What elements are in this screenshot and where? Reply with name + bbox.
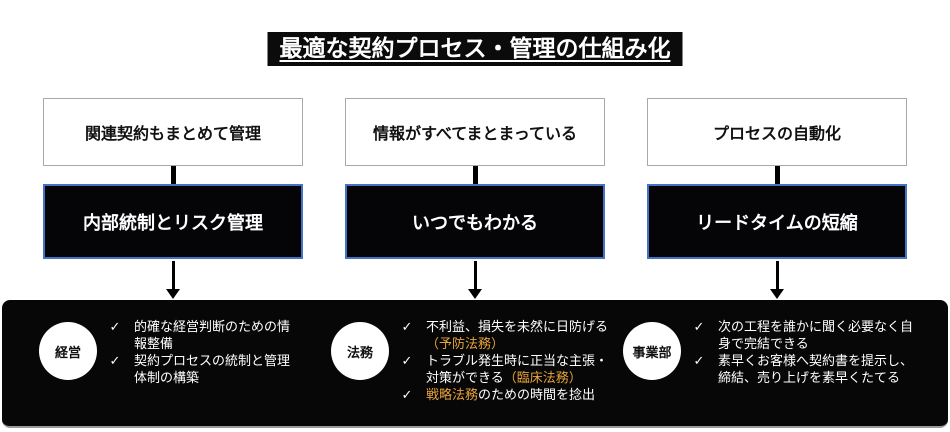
bullet-item: ✓ 的確な経営判断のための情報整備 <box>105 318 294 352</box>
check-icon: ✓ <box>401 353 413 368</box>
check-icon: ✓ <box>693 353 705 368</box>
bullet-text: 素早くお客様へ契約書を提示し、締結、売り上げを素早くたてる <box>718 353 914 385</box>
bullet-item: ✓ 契約プロセスの統制と管理体制の構築 <box>105 352 294 386</box>
value-box: 内部統制とリスク管理 <box>43 184 303 259</box>
bullet-item: ✓ 戦略法務のための時間を捻出 <box>397 386 616 403</box>
section-keiei: 経営 ✓ 的確な経営判断のための情報整備 ✓ 契約プロセスの統制と管理体制の構築 <box>39 318 294 386</box>
bullet-item: ✓ 不利益、損失を未然に日防げる（予防法務） <box>397 318 616 352</box>
section-jigyoubu: 事業部 ✓ 次の工程を誰かに聞く必要なく自身で完結できる ✓ 素早くお客様へ契約書を提… <box>623 318 918 386</box>
role-badge: 法務 <box>331 322 389 380</box>
down-arrow-icon <box>43 259 303 299</box>
bullet-list: ✓ 的確な経営判断のための情報整備 ✓ 契約プロセスの統制と管理体制の構築 <box>105 318 294 386</box>
goal-box: 関連契約もまとめて管理 <box>43 98 303 166</box>
bullet-text: トラブル発生時に正当な主張・対策ができる（臨床法務） <box>426 353 609 385</box>
bullet-text: 次の工程を誰かに聞く必要なく自身で完結できる <box>718 319 914 351</box>
down-arrow-icon <box>345 259 605 299</box>
connector-line <box>774 166 780 184</box>
column-management: 関連契約もまとめて管理 内部統制とリスク管理 <box>43 98 303 299</box>
check-icon: ✓ <box>693 319 705 334</box>
bullet-text: 不利益、損失を未然に日防げる（予防法務） <box>426 319 609 351</box>
benefits-band: 経営 ✓ 的確な経営判断のための情報整備 ✓ 契約プロセスの統制と管理体制の構築 法務… <box>2 300 948 428</box>
column-automation: プロセスの自動化 リードタイムの短縮 <box>647 98 907 299</box>
value-box: いつでもわかる <box>345 184 605 259</box>
role-badge: 事業部 <box>623 322 681 380</box>
page-title: 最適な契約プロセス・管理の仕組み化 <box>267 32 683 67</box>
connector-line <box>170 166 176 184</box>
check-icon: ✓ <box>401 387 413 402</box>
bullet-item: ✓ 次の工程を誰かに聞く必要なく自身で完結できる <box>689 318 918 352</box>
bullet-text: 的確な経営判断のための情報整備 <box>134 319 291 351</box>
goal-box: 情報がすべてまとまっている <box>345 98 605 166</box>
bullet-item: ✓ 素早くお客様へ契約書を提示し、締結、売り上げを素早くたてる <box>689 352 918 386</box>
connector-line <box>472 166 478 184</box>
bullet-list: ✓ 次の工程を誰かに聞く必要なく自身で完結できる ✓ 素早くお客様へ契約書を提示し、締… <box>689 318 918 386</box>
check-icon: ✓ <box>109 353 121 368</box>
bullet-item: ✓ トラブル発生時に正当な主張・対策ができる（臨床法務） <box>397 352 616 386</box>
down-arrow-icon <box>647 259 907 299</box>
bullet-text: 戦略法務のための時間を捻出 <box>426 387 596 402</box>
role-badge: 経営 <box>39 322 97 380</box>
section-houmu: 法務 ✓ 不利益、損失を未然に日防げる（予防法務） ✓ トラブル発生時に正当な主張・対… <box>331 318 616 403</box>
check-icon: ✓ <box>401 319 413 334</box>
bullet-list: ✓ 不利益、損失を未然に日防げる（予防法務） ✓ トラブル発生時に正当な主張・対策がで… <box>397 318 616 403</box>
bullet-text: 契約プロセスの統制と管理体制の構築 <box>134 353 291 385</box>
value-box: リードタイムの短縮 <box>647 184 907 259</box>
check-icon: ✓ <box>109 319 121 334</box>
column-information: 情報がすべてまとまっている いつでもわかる <box>345 98 605 299</box>
goal-box: プロセスの自動化 <box>647 98 907 166</box>
